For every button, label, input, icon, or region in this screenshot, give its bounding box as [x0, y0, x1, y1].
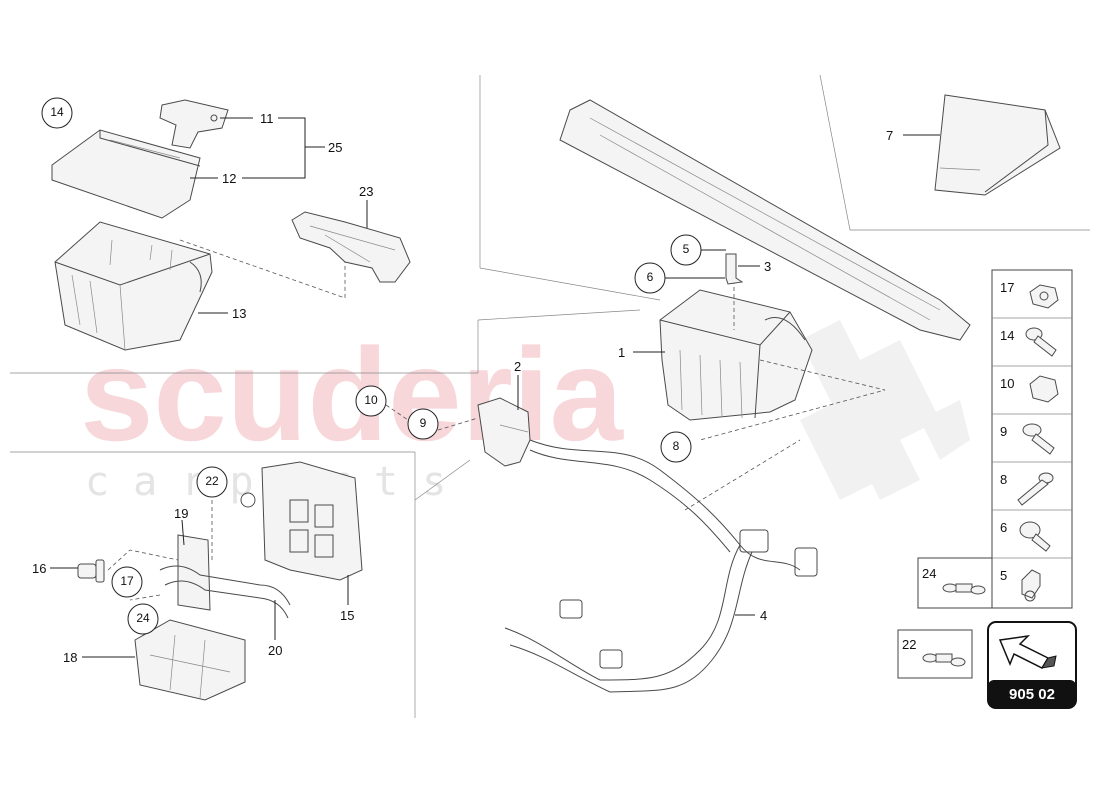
label-20: 20	[268, 643, 282, 658]
cable-lug-icon	[942, 583, 986, 595]
label-19: 19	[174, 506, 188, 521]
callout-22: 22	[196, 466, 228, 498]
legend-row-5: 5	[1000, 568, 1041, 602]
legend-num-24: 24	[922, 566, 936, 581]
legend-num-17: 17	[1000, 280, 1014, 295]
part-23-fuse-carrier	[291, 211, 411, 283]
label-16: 16	[32, 561, 46, 576]
support-rail	[559, 99, 971, 341]
callout-17: 17	[111, 566, 143, 598]
label-1: 1	[618, 345, 625, 360]
legend-num-14: 14	[1000, 328, 1014, 343]
callout-10-number: 10	[364, 393, 378, 407]
flange-screw-icon	[1019, 521, 1051, 552]
part-2-control-unit	[477, 397, 531, 467]
diagram-code: 905 02	[1009, 686, 1055, 703]
callout-17-number: 17	[120, 574, 134, 588]
label-23: 23	[359, 184, 373, 199]
part-12-cover	[51, 129, 201, 219]
legend-row-10: 10	[1000, 375, 1059, 403]
screw-icon	[1022, 423, 1055, 455]
nut-icon	[1029, 284, 1059, 309]
label-4: 4	[760, 608, 767, 623]
part-7-sheet	[934, 94, 1061, 196]
long-bolt-icon	[1017, 472, 1054, 506]
callout-8-number: 8	[673, 439, 680, 453]
legend-num-5: 5	[1000, 568, 1007, 583]
callout-5: 5	[670, 234, 702, 266]
part-13-housing	[54, 221, 213, 351]
label-25: 25	[328, 140, 342, 155]
diagram-reference-badge: 905 02	[987, 621, 1077, 709]
part-18-tray	[134, 619, 246, 701]
part-15-bracket	[240, 461, 363, 581]
legend-row-14: 14	[1000, 327, 1057, 357]
bolt-icon	[1025, 327, 1057, 357]
legend-box-22	[897, 629, 973, 679]
fastener-legend: 17 14 10 9 8	[897, 269, 1073, 679]
washer-screw-icon	[1021, 569, 1041, 602]
label-7: 7	[886, 128, 893, 143]
callout-24-number: 24	[136, 611, 150, 625]
part-16-screw	[77, 559, 105, 583]
label-11: 11	[260, 111, 274, 126]
watermark-checker	[800, 320, 970, 500]
callout-6-number: 6	[647, 270, 654, 284]
legend-num-10: 10	[1000, 376, 1014, 391]
label-3: 3	[764, 259, 771, 274]
section-dividers	[10, 74, 1090, 718]
watermark-brand: scuderia	[80, 321, 625, 468]
part-1-main-housing	[659, 289, 813, 421]
legend-num-6: 6	[1000, 520, 1007, 535]
callout-8: 8	[660, 431, 692, 463]
part-3-clip	[725, 253, 744, 285]
callout-5-number: 5	[683, 242, 690, 256]
leader-lines	[50, 117, 940, 658]
callout-14-number: 14	[50, 105, 64, 119]
legend-num-9: 9	[1000, 424, 1007, 439]
callout-6: 6	[634, 262, 666, 294]
part-11-bracket	[159, 99, 229, 149]
label-18: 18	[63, 650, 77, 665]
legend-row-8: 8	[1000, 472, 1054, 506]
label-15: 15	[340, 608, 354, 623]
callout-9: 9	[407, 408, 439, 440]
badge-code-bar	[988, 680, 1076, 708]
cap-nut-icon	[1029, 375, 1059, 403]
label-2: 2	[514, 359, 521, 374]
legend-row-17: 17	[1000, 280, 1059, 309]
legend-row-6: 6	[1000, 520, 1051, 552]
legend-num-22: 22	[902, 637, 916, 652]
legend-frame	[991, 269, 1073, 609]
watermark: scuderia c a r p a r t s	[80, 320, 970, 505]
callout-14: 14	[41, 97, 73, 129]
cable-lug-icon-22	[922, 653, 966, 667]
part-19-assembly	[159, 534, 291, 619]
legend-num-8: 8	[1000, 472, 1007, 487]
label-13: 13	[232, 306, 246, 321]
part-4-harness	[504, 439, 818, 693]
callout-22-number: 22	[205, 474, 219, 488]
legend-row-9: 9	[1000, 423, 1055, 455]
legend-box-24	[917, 557, 993, 609]
callout-10: 10	[355, 385, 387, 417]
label-12: 12	[222, 171, 236, 186]
callout-9-number: 9	[420, 416, 427, 430]
arrow-icon	[998, 634, 1057, 669]
callout-24: 24	[127, 603, 159, 635]
part-labels: 11 12 25 13 23 1 2 3 7 4 16 19 20 15 18	[32, 111, 893, 665]
